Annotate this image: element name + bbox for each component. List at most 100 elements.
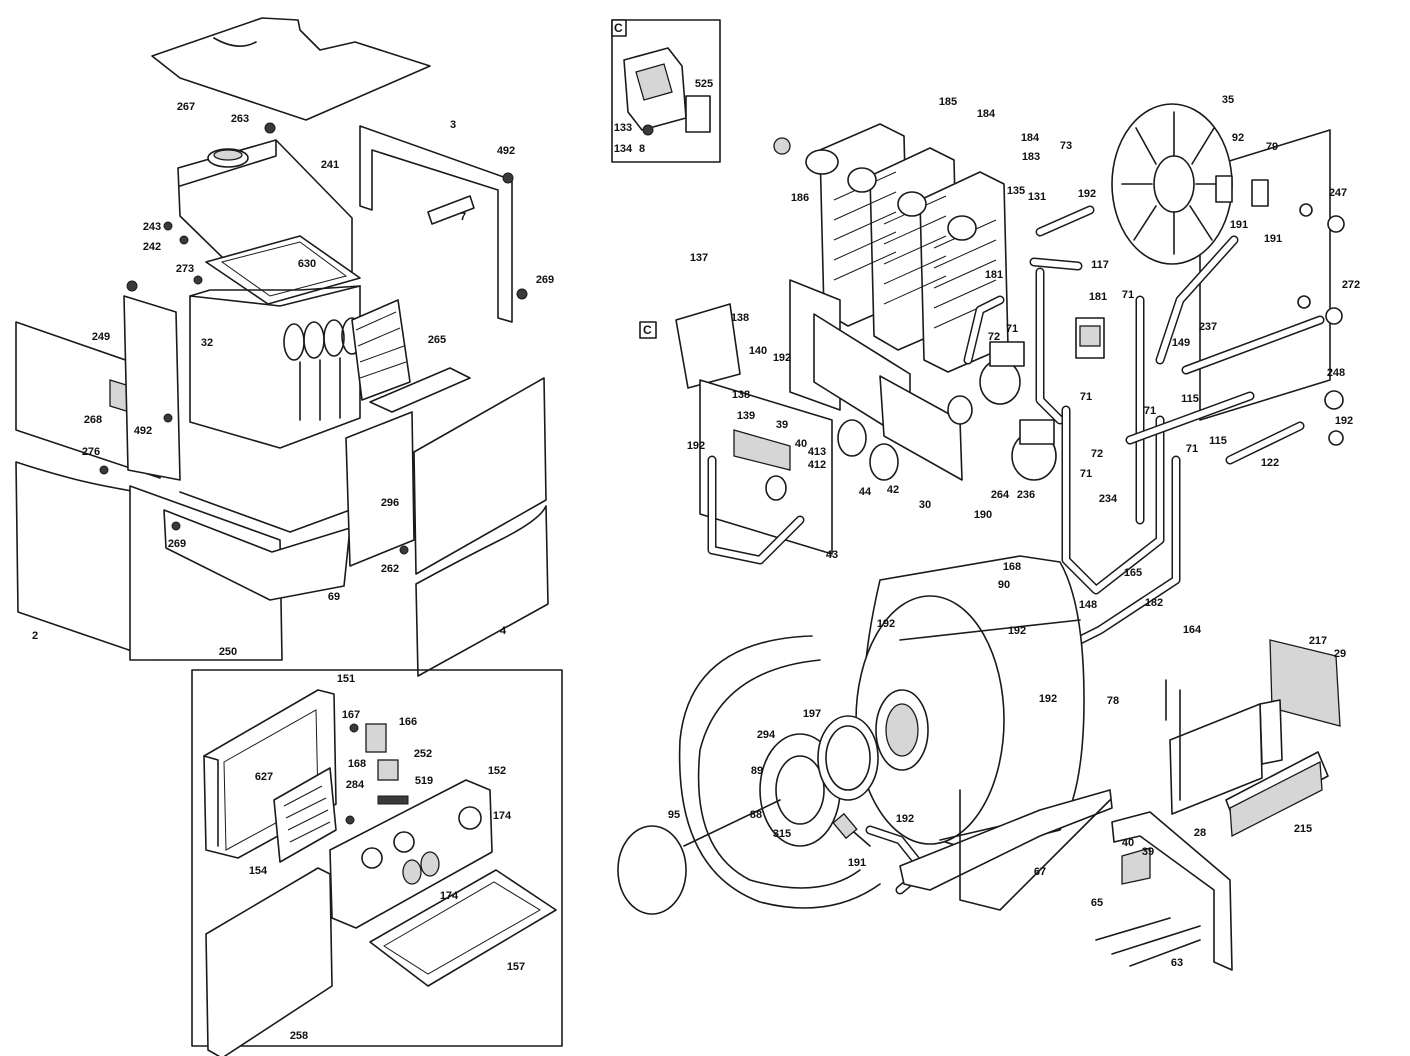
part-number-label: 263: [231, 113, 249, 125]
part-number-label: 30: [919, 499, 931, 511]
part-number-label: 186: [791, 192, 809, 204]
part-number-label: 273: [176, 263, 194, 275]
part-number-label: 269: [168, 538, 186, 550]
part-number-label: 71: [1080, 468, 1092, 480]
part-number-label: 154: [249, 865, 268, 877]
part-number-label: 40: [1122, 837, 1134, 849]
part-number-label: 72: [988, 331, 1000, 343]
part-number-label: 71: [1144, 405, 1156, 417]
part-number-label: 262: [381, 563, 399, 575]
part-number-label: 236: [1017, 489, 1035, 501]
part-number-label: 234: [1099, 493, 1118, 505]
gas-valve-detail: C: [611, 19, 721, 163]
right-front-lower-panel: [415, 505, 549, 677]
part-number-label: 134: [614, 143, 633, 155]
part-number-label: 627: [255, 771, 273, 783]
part-number-label: 63: [1171, 957, 1183, 969]
part-number-label: 265: [428, 334, 446, 346]
part-number-label: 630: [298, 258, 316, 270]
hydraulic-assembly: C: [617, 103, 1345, 971]
part-number-label: 525: [695, 78, 713, 90]
part-number-label: 135: [1007, 185, 1025, 197]
part-number-label: 191: [1230, 219, 1248, 231]
part-number-label: 95: [668, 809, 680, 821]
right-inner-panel: [345, 411, 415, 567]
part-number-label: 217: [1309, 635, 1327, 647]
part-number-label: 149: [1172, 337, 1190, 349]
part-number-label: 192: [1008, 625, 1026, 637]
part-number-label: 284: [346, 779, 365, 791]
part-number-label: 237: [1199, 321, 1217, 333]
part-number-label: 276: [82, 446, 100, 458]
cast-iron-sections: [773, 123, 1009, 373]
part-number-label: 242: [143, 241, 161, 253]
part-number-label: 192: [773, 352, 791, 364]
part-number-label: 29: [1334, 648, 1346, 660]
part-number-label: 2: [32, 630, 38, 642]
part-number-label: 73: [1060, 140, 1072, 152]
part-number-label: 65: [1091, 897, 1103, 909]
part-number-label: 519: [415, 775, 433, 787]
hot-water-cylinder: [855, 555, 1113, 911]
part-number-label: 131: [1028, 191, 1046, 203]
part-number-label: 269: [536, 274, 554, 286]
part-number-label: 28: [1194, 827, 1206, 839]
part-number-label: 7: [460, 211, 466, 223]
part-number-label: 267: [177, 101, 195, 113]
part-number-label: 252: [414, 748, 432, 760]
part-number-label: 71: [1080, 391, 1092, 403]
part-number-label: 272: [1342, 279, 1360, 291]
heat-exchanger-body: [189, 285, 361, 449]
part-number-label: 92: [1232, 132, 1244, 144]
part-number-label: 181: [1089, 291, 1107, 303]
part-number-label: 191: [1264, 233, 1282, 245]
part-number-label: 3: [450, 119, 456, 131]
part-number-label: 90: [998, 579, 1010, 591]
part-number-label: 184: [977, 108, 996, 120]
part-number-label: 182: [1145, 597, 1163, 609]
part-number-label: 241: [321, 159, 339, 171]
part-number-label: 268: [84, 414, 102, 426]
part-number-label: 71: [1006, 323, 1018, 335]
part-number-label: 148: [1079, 599, 1097, 611]
part-number-label: 69: [328, 591, 340, 603]
part-number-label: 168: [1003, 561, 1021, 573]
part-number-label: 42: [887, 484, 899, 496]
part-number-label: 192: [1039, 693, 1057, 705]
part-number-label: 4: [500, 625, 507, 637]
part-number-label: 412: [808, 459, 826, 471]
part-number-label: 138: [731, 312, 749, 324]
part-number-label: 165: [1124, 567, 1142, 579]
part-number-label: 184: [1021, 132, 1040, 144]
part-number-label: 215: [1294, 823, 1312, 835]
part-number-label: 32: [201, 337, 213, 349]
fixings: [99, 122, 528, 555]
part-number-label: 79: [1266, 141, 1278, 153]
part-number-label: 192: [1078, 188, 1096, 200]
part-number-label: 168: [348, 758, 366, 770]
part-number-label: 174: [440, 890, 459, 902]
part-number-label: 248: [1327, 367, 1345, 379]
part-number-label: 183: [1022, 151, 1040, 163]
part-number-label: 315: [773, 828, 791, 840]
part-number-label: 167: [342, 709, 360, 721]
part-number-label: 151: [337, 673, 355, 685]
part-number-label: 115: [1209, 435, 1227, 447]
part-number-label: 192: [877, 618, 895, 630]
part-number-label: 192: [896, 813, 914, 825]
part-number-label: 139: [737, 410, 755, 422]
base-frame: [163, 509, 351, 601]
part-number-label: 157: [507, 961, 525, 973]
part-number-label: 117: [1091, 259, 1109, 271]
part-number-label: 138: [732, 389, 750, 401]
part-number-label: 191: [848, 857, 866, 869]
part-number-label: 39: [1142, 846, 1154, 858]
part-number-label: 185: [939, 96, 957, 108]
control-panel-inset: [191, 669, 563, 1056]
part-number-label: 8: [639, 143, 645, 155]
casing-assembly: [15, 17, 549, 677]
part-number-label: 192: [687, 440, 705, 452]
part-number-label: 43: [826, 549, 838, 561]
